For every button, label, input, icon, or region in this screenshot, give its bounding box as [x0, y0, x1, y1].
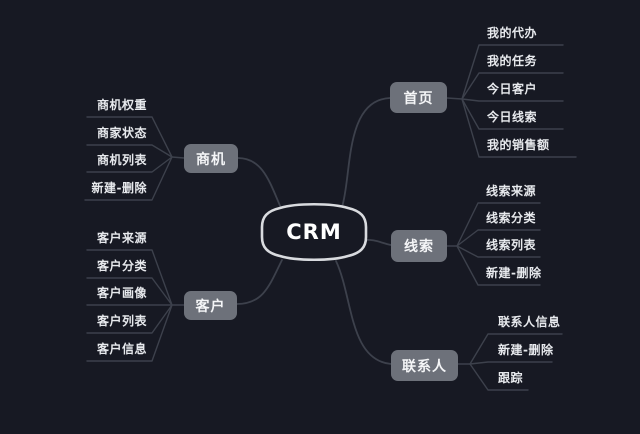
branch-node-leads[interactable]: 线索	[391, 230, 447, 262]
leaf-node-today-leads[interactable]: 今日线索	[487, 110, 538, 124]
stub-home	[446, 97, 463, 100]
edge-leaf	[461, 98, 564, 102]
edge-root-contacts	[335, 260, 392, 365]
leaf-node-cust-list[interactable]: 客户列表	[96, 314, 147, 328]
edge-leaf	[461, 98, 564, 130]
root-node-crm[interactable]: CRM	[258, 200, 370, 264]
leaf-node-my-sales[interactable]: 我的销售额	[487, 138, 550, 152]
edge-leaf	[86, 156, 173, 173]
edge-leaf	[461, 72, 564, 100]
edge-leaf	[456, 245, 541, 286]
edge-leaf	[86, 304, 173, 362]
edge-leaf	[456, 229, 541, 247]
edge-leaf	[86, 304, 173, 334]
edge-root-deals	[237, 157, 282, 209]
leaf-node-cust-profile[interactable]: 客户画像	[96, 286, 147, 300]
leaf-node-my-tasks[interactable]: 我的任务	[487, 54, 538, 68]
branch-node-deals[interactable]: 商机	[184, 144, 238, 173]
edge-leaf	[86, 277, 173, 306]
leaf-node-follow-up[interactable]: 跟踪	[498, 371, 524, 385]
edge-leaf	[469, 361, 553, 365]
leaf-node-deal-status[interactable]: 商家状态	[96, 126, 147, 140]
edge-leaf	[86, 116, 173, 158]
leaf-node-my-todo[interactable]: 我的代办	[487, 26, 538, 40]
edge-root-home	[341, 97, 391, 208]
edge-leaf	[86, 144, 173, 158]
branch-node-contacts[interactable]: 联系人	[391, 350, 458, 381]
leaf-node-lead-crud[interactable]: 新建-删除	[486, 266, 542, 280]
leaf-node-deal-weight[interactable]: 商机权重	[96, 98, 147, 112]
leaf-node-lead-source[interactable]: 线索来源	[486, 184, 537, 198]
edge-leaf	[86, 249, 173, 306]
leaf-node-cust-source[interactable]: 客户来源	[96, 231, 147, 245]
edge-leaf	[456, 202, 541, 247]
leaf-node-today-custs[interactable]: 今日客户	[487, 82, 538, 96]
root-node-label: CRM	[286, 220, 342, 244]
leaf-node-cust-info[interactable]: 客户信息	[96, 342, 147, 356]
edge-root-custs	[236, 259, 283, 305]
leaf-node-deal-list[interactable]: 商机列表	[96, 153, 147, 167]
leaf-node-cust-type[interactable]: 客户分类	[96, 259, 147, 273]
branch-node-home[interactable]: 首页	[390, 82, 447, 113]
edge-leaf	[456, 245, 541, 258]
edge-leaf	[84, 156, 173, 201]
leaf-node-contact-crud[interactable]: 新建-删除	[498, 343, 554, 357]
leaf-node-lead-list[interactable]: 线索列表	[486, 238, 537, 252]
stub-deals	[171, 156, 185, 159]
edge-leaf	[461, 44, 564, 100]
leaf-node-deal-crud[interactable]: 新建-删除	[91, 181, 147, 195]
edge-leaf	[469, 333, 563, 365]
edge-leaf	[461, 98, 577, 158]
root-node-shape	[260, 202, 368, 262]
leaf-node-contact-info[interactable]: 联系人信息	[498, 315, 561, 329]
leaf-node-lead-type[interactable]: 线索分类	[486, 211, 537, 225]
branch-node-custs[interactable]: 客户	[184, 291, 237, 320]
edge-leaf	[469, 363, 529, 391]
